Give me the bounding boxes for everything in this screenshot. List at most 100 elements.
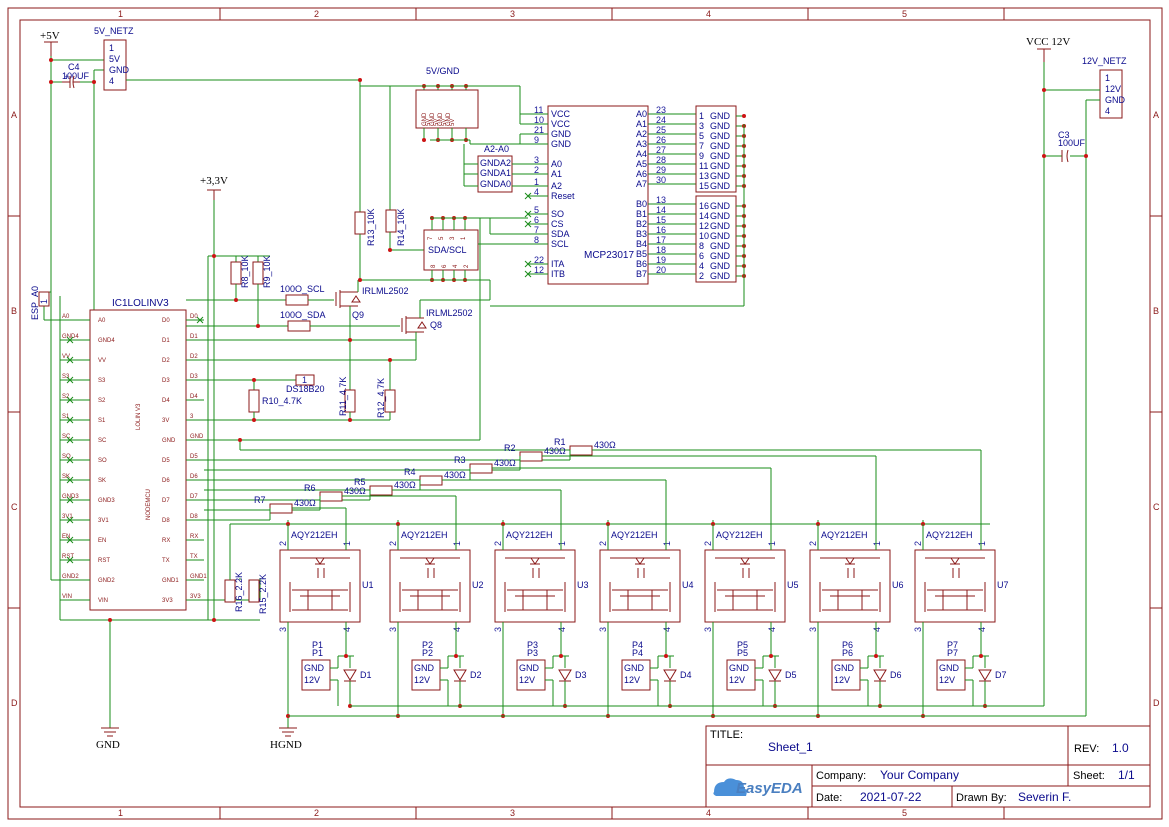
- relay-name: U7: [997, 580, 1009, 590]
- expander-pin-label: ITB: [551, 269, 565, 279]
- resistor-label: R14_10K: [396, 208, 406, 246]
- outlet-pin-label: GND: [304, 663, 325, 673]
- gnd-wires: R16_2.2K R15_2.2K: [186, 217, 580, 622]
- mcu-pin-net: D5: [190, 454, 198, 460]
- expander-pin-number: 16: [656, 225, 666, 235]
- date-label: Date:: [816, 792, 842, 804]
- gnd-pin-number: 9: [699, 151, 704, 161]
- gnd-label: GND: [96, 739, 120, 751]
- rev-value: 1.0: [1112, 741, 1129, 755]
- easyeda-logo-text: EasyEDA: [736, 780, 803, 797]
- gnd-pin-label: GND: [710, 261, 731, 271]
- junction: [1042, 154, 1046, 158]
- junction: [238, 438, 242, 442]
- mcu-pin-net: 3: [190, 414, 194, 420]
- relay-part: AQY212EH: [821, 530, 868, 540]
- expander-pin-label: Reset: [551, 191, 575, 201]
- col-label: 2: [314, 9, 319, 19]
- pin-label: 5V: [450, 119, 456, 126]
- col-label: 5: [902, 808, 907, 818]
- gnd-pin-label: GND: [710, 231, 731, 241]
- junction: [344, 654, 348, 658]
- expander-pin-label: A0: [551, 159, 562, 169]
- resistor-name: R2: [504, 443, 516, 453]
- resistor-label: R16_2.2K: [234, 572, 244, 612]
- expander-pin-number: 24: [656, 115, 666, 125]
- gnd-pin-number: 12: [699, 221, 709, 231]
- gnd-pin-number: 14: [699, 211, 709, 221]
- mcu-pin-label: SO: [98, 458, 107, 464]
- expander-pin-number: 22: [534, 255, 544, 265]
- mcu-pin-net: D4: [190, 394, 198, 400]
- mcu-pin-label: EN: [98, 538, 106, 544]
- mcu-pin-net: GND4: [62, 334, 79, 340]
- pin-label: 8: [431, 264, 437, 268]
- junction: [108, 618, 112, 622]
- outlet-name: P2: [422, 648, 433, 658]
- pin-label: 4: [1105, 106, 1110, 116]
- connector-5v-netz: 5V_NETZ 1 5V GND 4: [94, 26, 134, 91]
- expander-pin-number: 18: [656, 245, 666, 255]
- mcu-pin-net: TX: [190, 554, 198, 560]
- resistor-label: 100O_SCL: [280, 284, 325, 294]
- mcu-name: IC1LOLINV3: [112, 298, 169, 309]
- sensor-body: [295, 374, 315, 386]
- expander-pin-number: 1: [534, 177, 539, 187]
- resistor-r3: R3 430Ω: [204, 455, 772, 540]
- mcu-pin-label: 3V3: [162, 598, 173, 604]
- relay-pin-number: 3: [913, 627, 923, 632]
- resistor-label: R15_2.2K: [258, 574, 268, 614]
- relay-pin-number: 1: [452, 541, 462, 546]
- mcu-pin-label: D4: [162, 398, 170, 404]
- gnd-pin-number: 7: [699, 141, 704, 151]
- pin-label: GND: [446, 112, 452, 126]
- expander-pin-label: B1: [636, 209, 647, 219]
- diode-name: D6: [890, 670, 902, 680]
- outlet-name: P4: [632, 640, 643, 650]
- vcc12-label: VCC 12V: [1026, 36, 1070, 48]
- pin-label: 5V: [109, 54, 120, 64]
- relay-name: U4: [682, 580, 694, 590]
- expander-pin-number: 26: [656, 135, 666, 145]
- junction: [559, 654, 563, 658]
- resistor-label: R11_4.7K: [338, 377, 348, 416]
- rev-label: REV:: [1074, 743, 1099, 755]
- relay-pin-number: 1: [977, 541, 987, 546]
- mcu-pin-label: S1: [98, 418, 106, 424]
- pin-label: 1: [39, 299, 49, 304]
- connector-name: A2-A0: [484, 144, 509, 154]
- mcu-pin-label: GND1: [162, 578, 179, 584]
- expander-pin-number: 30: [656, 175, 666, 185]
- expander-pin-label: GND: [551, 139, 572, 149]
- junction: [422, 138, 426, 142]
- gnd-pin-label: GND: [710, 181, 731, 191]
- expander-pin-label: A1: [636, 119, 647, 129]
- resistor-name: R3: [454, 455, 466, 465]
- expander-pin-label: SCL: [551, 239, 569, 249]
- expander-pin-number: 11: [534, 105, 543, 115]
- outlet-name: P2: [422, 640, 433, 650]
- mcu-center-label: LOLIN V3: [136, 403, 142, 430]
- gnd-pin-number: 16: [699, 201, 709, 211]
- relay-name: U2: [472, 580, 484, 590]
- mcu-pin-net: VV: [62, 354, 70, 360]
- date-value: 2021-07-22: [860, 790, 922, 804]
- expander-pin-label: A5: [636, 159, 647, 169]
- expander-pin-label: B7: [636, 269, 647, 279]
- relay-part: AQY212EH: [926, 530, 973, 540]
- mcu-pin-label: D0: [162, 318, 170, 324]
- junction: [49, 80, 53, 84]
- p5v-label: +5V: [40, 30, 60, 42]
- mcu-pin-label: 3V: [162, 418, 169, 424]
- relay-pin-number: 3: [493, 627, 503, 632]
- pin-label: 5V: [434, 119, 440, 126]
- expander-pin-label: CS: [551, 219, 564, 229]
- resistor-value: 430Ω: [494, 458, 516, 468]
- junction: [769, 654, 773, 658]
- pin-label: 7: [428, 236, 434, 240]
- outlet-name: P4: [632, 648, 643, 658]
- mcu-pin-net: GND: [190, 434, 204, 440]
